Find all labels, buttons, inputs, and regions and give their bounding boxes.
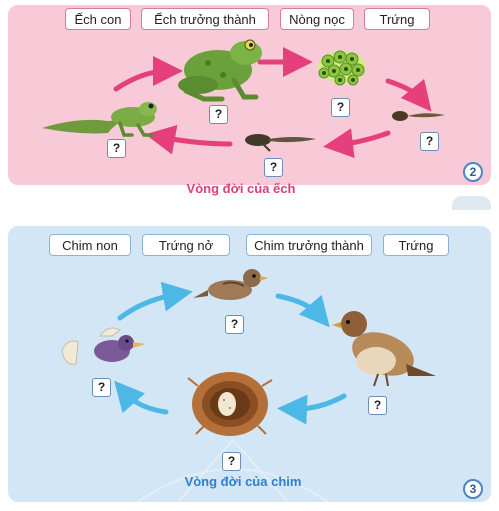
arrow-nest-to-chick xyxy=(114,380,169,415)
label-ech-truong-thanh[interactable]: Ếch trưởng thành xyxy=(141,8,269,30)
answer-box-froglet[interactable]: ? xyxy=(107,139,126,158)
answer-box-tadpole-legs[interactable]: ? xyxy=(264,158,283,177)
tadpole-with-legs-image xyxy=(245,134,316,152)
answer-box-juvenile[interactable]: ? xyxy=(225,315,244,334)
arrow-chick-to-juvenile xyxy=(117,281,193,321)
answer-box-tadpole[interactable]: ? xyxy=(420,132,439,151)
arrow-tadpole-to-tadpole-legs xyxy=(323,128,391,159)
arrow-juvenile-to-adult xyxy=(275,293,330,328)
frog-cycle-illustration xyxy=(42,39,445,159)
frog-cycle-arrows xyxy=(113,47,432,159)
arrow-froglet-to-adult xyxy=(113,56,183,92)
label-chim-non[interactable]: Chim non xyxy=(49,234,131,256)
label-trung-no[interactable]: Trứng nở xyxy=(142,234,230,256)
answer-box-eggs[interactable]: ? xyxy=(331,98,350,117)
arrow-adult-to-nest xyxy=(277,393,347,425)
answer-box-chick[interactable]: ? xyxy=(92,378,111,397)
answer-box-adult-bird[interactable]: ? xyxy=(368,396,387,415)
page-number-badge: 2 xyxy=(463,162,483,182)
label-trung[interactable]: Trứng xyxy=(364,8,430,30)
bird-cycle-illustration xyxy=(61,269,436,502)
label-nong-noc[interactable]: Nòng nọc xyxy=(280,8,354,30)
nest-with-egg-image xyxy=(187,372,273,436)
page-number-badge-bird: 3 xyxy=(463,479,483,499)
frog-eggs-image xyxy=(318,50,366,86)
frog-life-cycle-panel: Ếch con Ếch trưởng thành Nòng nọc Trứng xyxy=(8,5,491,185)
bird-cycle-caption: Vòng đời của chim xyxy=(184,474,302,489)
frog-cycle-caption: Vòng đời của ếch xyxy=(186,181,296,196)
bird-life-cycle-panel: Chim non Trứng nở Chim trưởng thành Trứn… xyxy=(8,226,491,502)
label-trung-bird[interactable]: Trứng xyxy=(383,234,449,256)
label-chim-truong-thanh[interactable]: Chim trưởng thành xyxy=(246,234,372,256)
panel-tab-decoration xyxy=(452,196,491,210)
answer-box-nest-egg[interactable]: ? xyxy=(222,452,241,471)
adult-frog-image xyxy=(178,39,262,102)
juvenile-bird-image xyxy=(193,269,268,300)
bird-cycle-arrows xyxy=(114,281,347,425)
tadpole-image xyxy=(392,111,445,121)
hatchling-chick-image xyxy=(61,327,146,365)
adult-sparrow-image xyxy=(332,311,436,387)
arrow-tadpole-legs-to-froglet xyxy=(145,124,233,155)
label-ech-con[interactable]: Ếch con xyxy=(65,8,131,30)
background-watermark xyxy=(137,439,329,502)
arrow-eggs-to-tadpole xyxy=(385,78,432,112)
answer-box-adult-frog[interactable]: ? xyxy=(209,105,228,124)
froglet-image xyxy=(42,102,157,137)
